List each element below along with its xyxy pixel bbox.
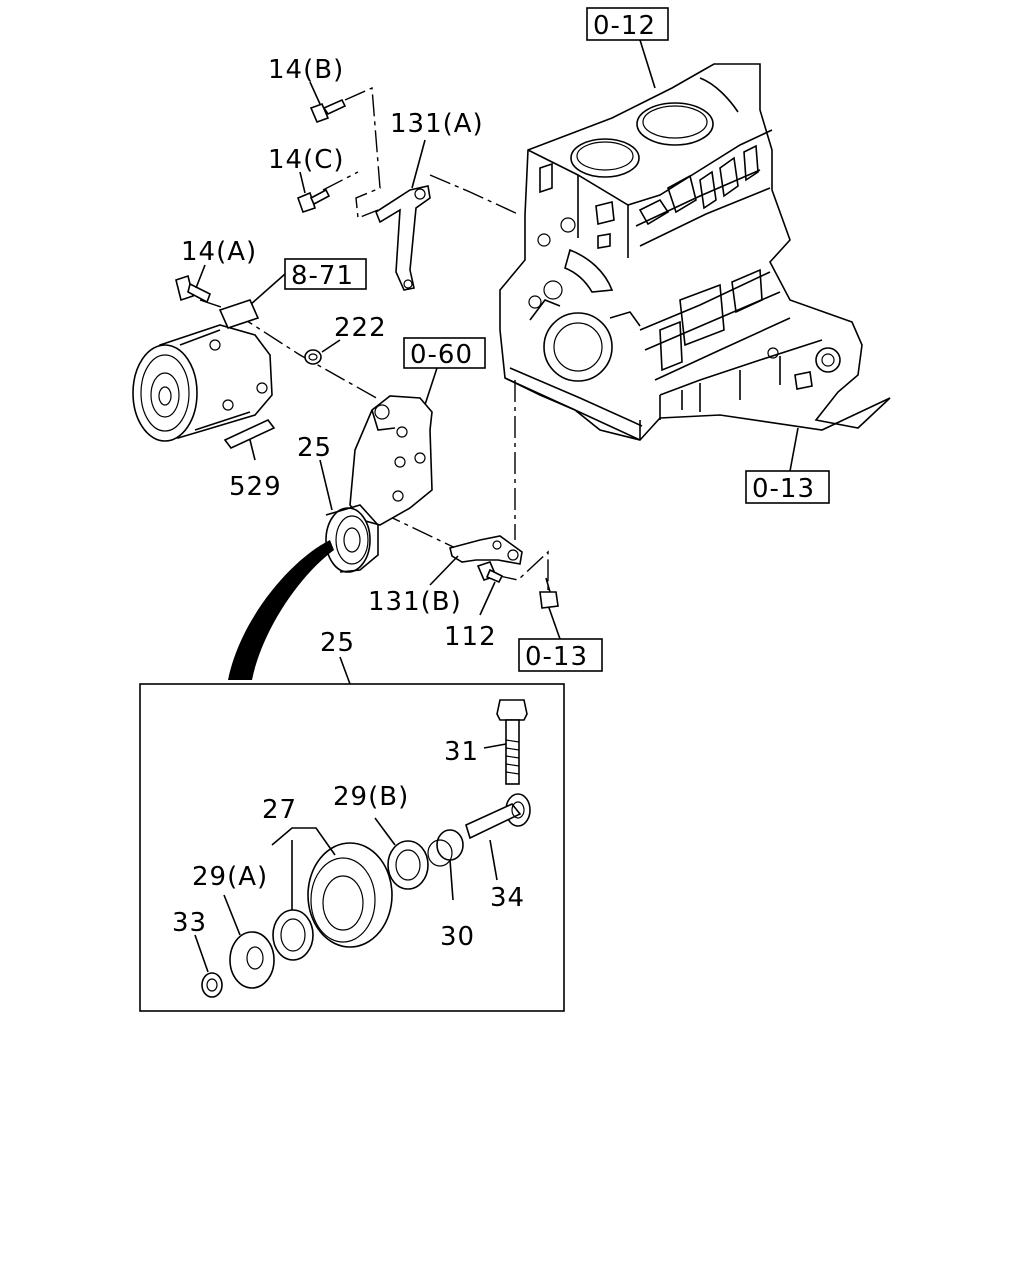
label-222: 222 (334, 313, 387, 343)
detail-callout-arrow (228, 540, 334, 680)
shaft-34[interactable] (465, 793, 531, 881)
callout-lines (195, 81, 496, 616)
nut-33[interactable] (194, 934, 223, 998)
pulley-27[interactable] (271, 827, 393, 948)
label-29a: 29(A) (192, 862, 268, 892)
bolt-31[interactable] (483, 699, 528, 785)
ref-box-8-71[interactable]: 8-71 (249, 258, 367, 306)
label-14a: 14(A) (181, 237, 257, 267)
pulley-detail-box (139, 656, 565, 1012)
label-14c: 14(C) (268, 145, 345, 175)
o-ring-222[interactable] (304, 339, 341, 365)
label-29b: 29(B) (333, 782, 409, 812)
bolt-14c[interactable] (296, 188, 331, 214)
ref-0-13-right-text: 0-13 (752, 474, 815, 504)
plate-529[interactable] (223, 419, 276, 461)
ref-box-0-60[interactable]: 0-60 (403, 337, 486, 421)
ref-0-12-text: 0-12 (593, 11, 656, 41)
bearing-29b[interactable] (374, 817, 429, 890)
ref-box-0-13-right[interactable]: 0-13 (745, 427, 830, 504)
washer-29a[interactable] (223, 894, 275, 989)
bushing-30[interactable] (427, 829, 464, 901)
bracket-131b[interactable] (449, 535, 523, 565)
label-131a: 131(A) (390, 109, 484, 139)
ref-0-60-text: 0-60 (410, 340, 473, 370)
compressor-bracket[interactable] (349, 395, 433, 526)
label-33: 33 (172, 908, 207, 938)
label-131b: 131(B) (368, 587, 462, 617)
bolt-112[interactable] (476, 561, 504, 584)
ref-box-0-13-bottom[interactable]: 0-13 (518, 604, 603, 672)
label-25-box: 25 (320, 628, 355, 658)
ref-box-0-12[interactable]: 0-12 (586, 7, 669, 89)
engine-block-illustration (499, 63, 891, 441)
label-27: 27 (262, 795, 297, 825)
label-14b: 14(B) (268, 55, 344, 85)
assembly-center-lines (199, 86, 549, 590)
label-112: 112 (444, 622, 497, 652)
bolt-0-13-bottom[interactable] (539, 577, 559, 609)
label-34: 34 (490, 883, 525, 913)
bolt-14b[interactable] (309, 98, 347, 124)
bracket-131a[interactable] (375, 185, 431, 291)
ref-0-13-bottom-text: 0-13 (525, 642, 588, 672)
bearing-27-inner[interactable] (272, 840, 314, 961)
ref-8-71-text: 8-71 (291, 261, 354, 291)
ac-compressor[interactable] (132, 299, 273, 442)
label-529: 529 (229, 472, 282, 502)
label-31: 31 (444, 737, 479, 767)
idler-pulley-25[interactable] (325, 504, 379, 573)
bolt-14a[interactable] (175, 274, 212, 304)
label-25-top: 25 (297, 433, 332, 463)
label-30: 30 (440, 922, 475, 952)
